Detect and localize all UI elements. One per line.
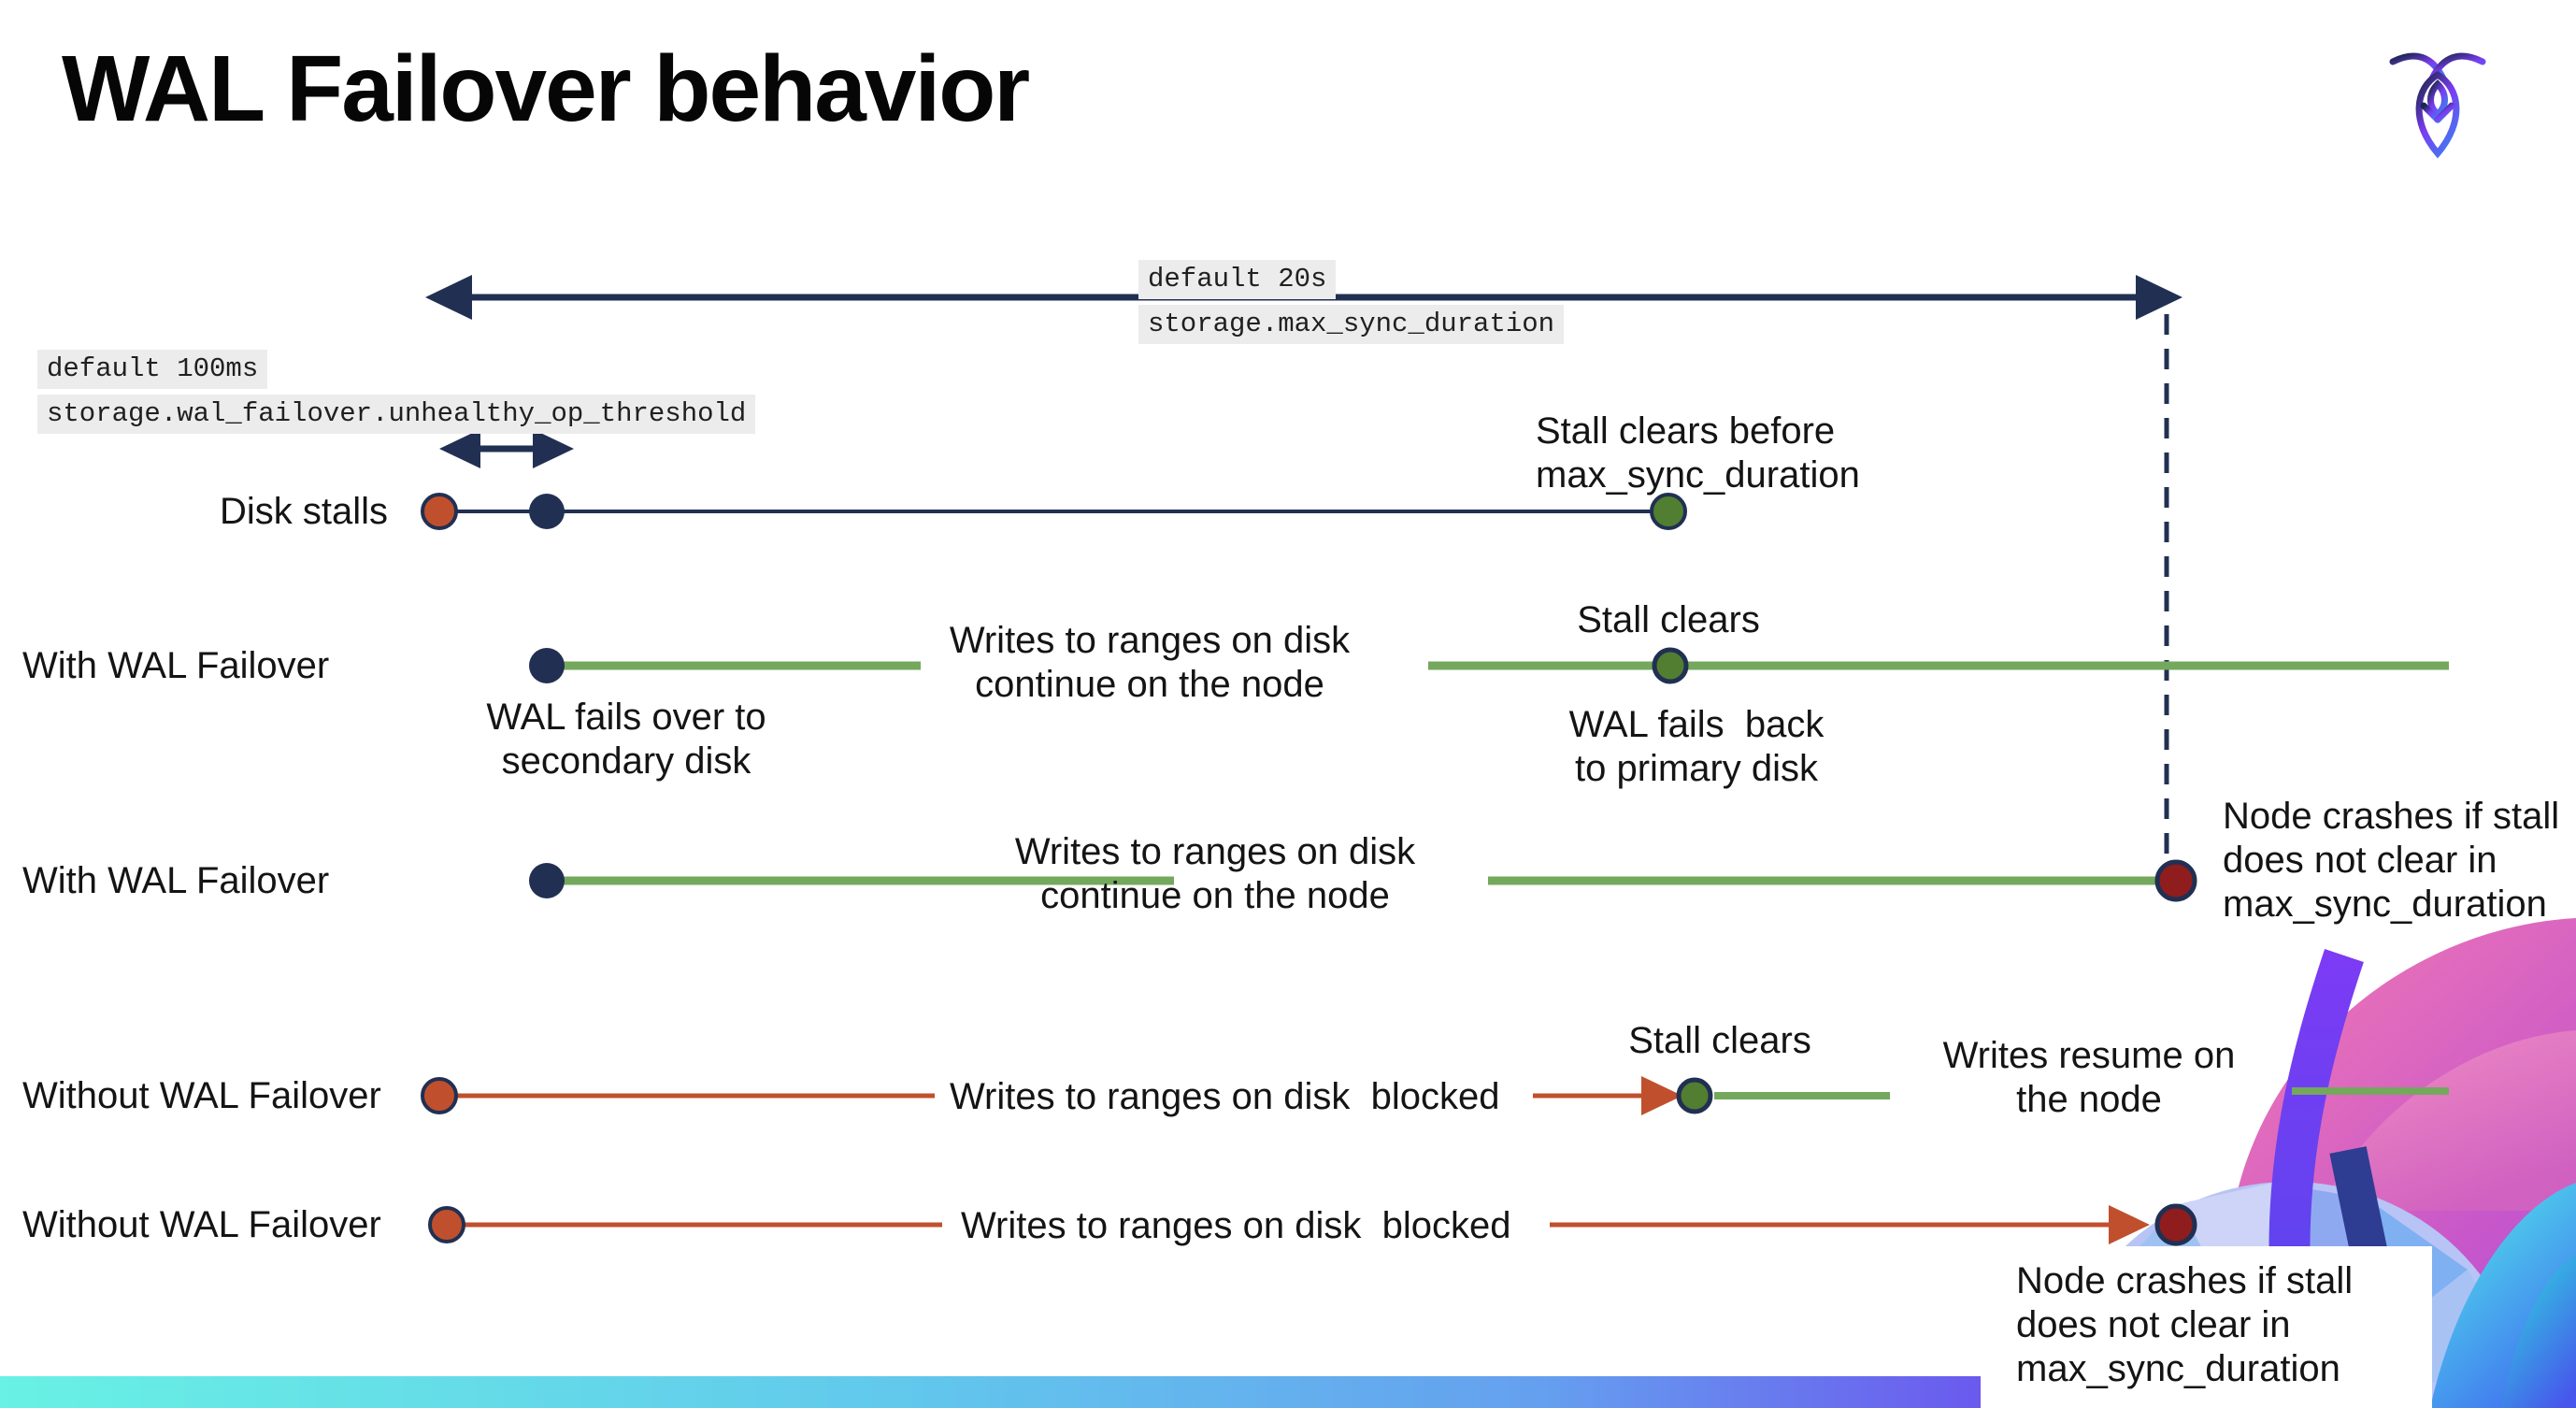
callout-setting-name: storage.max_sync_duration bbox=[1138, 305, 1565, 344]
annotation-writes-continue-2: Writes to ranges on disk continue on the… bbox=[1000, 830, 1430, 918]
annotation-line: to primary disk bbox=[1574, 748, 1819, 789]
annotation-line: Node crashes if stall bbox=[2223, 796, 2560, 837]
stall-start-dot bbox=[428, 1206, 465, 1243]
row-without-wal-failover-1 bbox=[421, 1076, 2449, 1115]
annotation-line: Node crashes if stall bbox=[2016, 1260, 2354, 1301]
annotation-line: continue on the node bbox=[1040, 875, 1390, 916]
annotation-line: does not clear in bbox=[2223, 840, 2497, 881]
annotation-line: secondary disk bbox=[501, 740, 751, 782]
annotation-line: does not clear in bbox=[2016, 1304, 2291, 1345]
red-arrowhead bbox=[2109, 1205, 2150, 1244]
unhealthy-op-threshold-arrow bbox=[439, 429, 574, 468]
failover-trigger-dot bbox=[529, 494, 565, 529]
annotation-stall-clears-2: Stall clears bbox=[1628, 1020, 1811, 1061]
annotation-line: continue on the node bbox=[975, 664, 1324, 705]
annotation-line: Writes resume on bbox=[1942, 1035, 2236, 1076]
logo-inner-leaf bbox=[2427, 79, 2448, 119]
row-label-without-wal-failover-1: Without WAL Failover bbox=[22, 1075, 381, 1116]
disk-stall-start-dot bbox=[421, 493, 458, 530]
annotation-line: the node bbox=[2016, 1079, 2162, 1120]
annotation-line: max_sync_duration bbox=[2223, 884, 2547, 925]
row-with-wal-failover-1 bbox=[529, 647, 2449, 684]
node-crash-dot bbox=[2154, 859, 2197, 902]
annotation-line: WAL fails back bbox=[1568, 704, 1825, 745]
logo-arm-right bbox=[2434, 102, 2455, 123]
logo-arm-left bbox=[2420, 102, 2441, 123]
callout-default-value: default 100ms bbox=[37, 350, 268, 389]
stall-clears-dot bbox=[1676, 1077, 1713, 1114]
failover-dot bbox=[529, 648, 565, 683]
annotation-line: Stall clears before bbox=[1536, 410, 1836, 452]
annotation-line: WAL fails over to bbox=[486, 697, 766, 738]
callout-setting-name: storage.wal_failover.unhealthy_op_thresh… bbox=[37, 395, 756, 434]
row-disk-stalls bbox=[421, 493, 1687, 530]
row-with-wal-failover-2 bbox=[529, 859, 2197, 902]
node-crash-dot bbox=[2154, 1203, 2197, 1246]
annotation-writes-continue-1: Writes to ranges on disk continue on the… bbox=[935, 619, 1365, 707]
annotation-wal-fails-back: WAL fails back to primary disk bbox=[1542, 703, 1851, 791]
red-arrowhead bbox=[1641, 1076, 1682, 1115]
annotation-writes-blocked-1: Writes to ranges on disk blocked bbox=[950, 1076, 1500, 1117]
failover-dot bbox=[529, 863, 565, 898]
row-label-with-wal-failover-2: With WAL Failover bbox=[22, 860, 330, 901]
callout-unhealthy-op-threshold: default 100ms storage.wal_failover.unhea… bbox=[37, 350, 756, 434]
logo-body bbox=[2415, 70, 2460, 159]
annotation-line: max_sync_duration bbox=[1536, 454, 1860, 496]
annotation-stall-clears-before: Stall clears before max_sync_duration bbox=[1536, 409, 1860, 497]
page-title: WAL Failover behavior bbox=[62, 36, 1030, 141]
art-teal-leaf-inner bbox=[2501, 1255, 2576, 1408]
callout-max-sync-duration: default 20s storage.max_sync_duration bbox=[1138, 260, 1565, 344]
annotation-wal-fails-over: WAL fails over to secondary disk bbox=[463, 696, 790, 783]
row-label-disk-stalls: Disk stalls bbox=[219, 491, 388, 532]
cockroachdb-logo-icon bbox=[2389, 52, 2486, 159]
art-pink-inner bbox=[2318, 1030, 2576, 1211]
callout-default-value: default 20s bbox=[1138, 260, 1337, 299]
stall-start-dot bbox=[421, 1077, 458, 1114]
annotation-stall-clears-1: Stall clears bbox=[1577, 599, 1760, 640]
node-crashes-callout-box: Node crashes if stall does not clear in … bbox=[1981, 1246, 2432, 1408]
row-label-with-wal-failover-1: With WAL Failover bbox=[22, 645, 330, 686]
row-without-wal-failover-2 bbox=[428, 1203, 2197, 1246]
annotation-writes-blocked-2: Writes to ranges on disk blocked bbox=[961, 1205, 1511, 1246]
annotation-line: Writes to ranges on disk bbox=[949, 620, 1351, 661]
annotation-node-crashes-1: Node crashes if stall does not clear in … bbox=[2223, 795, 2559, 927]
stall-clears-dot bbox=[1652, 647, 1689, 684]
annotation-line: max_sync_duration bbox=[2016, 1348, 2340, 1389]
stall-clears-dot bbox=[1650, 493, 1687, 530]
annotation-line: Writes to ranges on disk bbox=[1014, 831, 1416, 872]
annotation-writes-resume: Writes resume on the node bbox=[1935, 1034, 2243, 1122]
row-label-without-wal-failover-2: Without WAL Failover bbox=[22, 1204, 381, 1245]
